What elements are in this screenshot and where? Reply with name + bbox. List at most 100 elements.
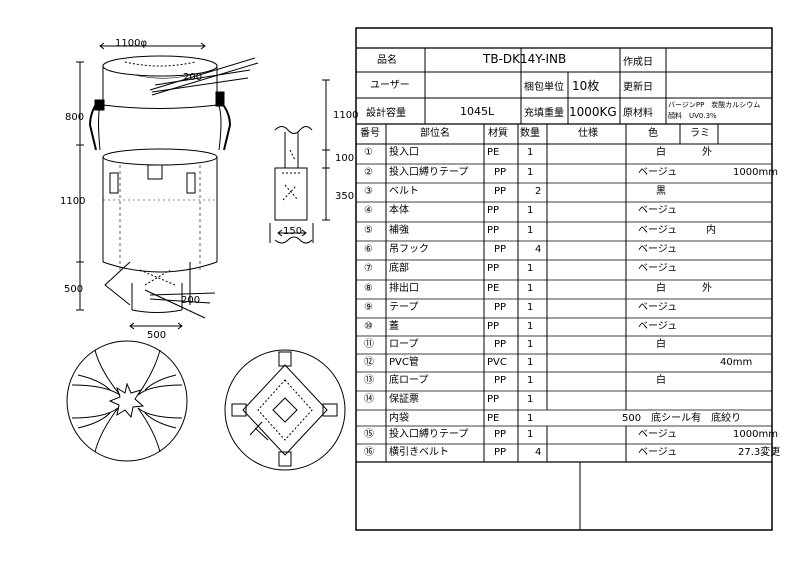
product-name-value: TB-DK14Y-INB — [483, 52, 567, 66]
inlet-tie-dim: 200 — [183, 72, 203, 83]
bottom-view-circle — [224, 349, 346, 471]
cell-material: PP — [487, 321, 500, 332]
cell-extra: 1000mm — [733, 429, 778, 440]
cell-lami: 内 — [706, 225, 716, 236]
cell-material: PP — [494, 447, 507, 458]
cell-color: ベージュ — [638, 225, 678, 236]
cell-qty: 1 — [527, 302, 534, 313]
cell-no: ⑥ — [364, 244, 373, 255]
outlet-dimension — [129, 322, 183, 330]
cell-no: ② — [364, 167, 373, 178]
cell-material: PP — [494, 339, 507, 350]
cell-qty: 4 — [535, 447, 542, 458]
cell-material: PE — [487, 283, 500, 294]
cell-color: 白 — [656, 339, 666, 350]
inlet-ties — [149, 57, 259, 96]
cell-material: PP — [487, 205, 500, 216]
cell-no: ⑩ — [364, 321, 373, 332]
cell-lami: 外 — [702, 283, 712, 294]
updated-date-label: 更新日 — [623, 82, 653, 93]
cell-color: 黒 — [656, 186, 666, 197]
material-line1: バージンPP 炭酸カルシウム — [668, 101, 761, 109]
cell-material: PP — [487, 225, 500, 236]
fill-weight-label: 充填重量 — [524, 108, 564, 119]
cell-no: ⑨ — [364, 302, 373, 313]
cell-color: ベージュ — [638, 302, 678, 313]
cell-extra: 40mm — [720, 357, 753, 368]
col-lami: ラミ — [690, 128, 710, 139]
cell-no: ⑭ — [364, 394, 374, 405]
material-label: 原材料 — [623, 108, 653, 119]
cell-part: 底ロープ — [389, 375, 429, 386]
cell-part: 底部 — [389, 263, 409, 274]
cell-qty: 1 — [527, 375, 534, 386]
cell-qty: 1 — [527, 225, 534, 236]
cell-no: ⑦ — [364, 263, 373, 274]
top-diameter-dim: 1100φ — [115, 38, 148, 49]
cell-spec: 500 底シール有 底絞り — [622, 413, 742, 424]
cell-material: PP — [494, 186, 507, 197]
col-no: 番号 — [360, 128, 380, 139]
cell-no: ⑧ — [364, 283, 373, 294]
cell-material: PP — [494, 167, 507, 178]
outlet-spout — [104, 261, 216, 319]
cell-part: 補強 — [389, 225, 409, 236]
total-height-dim: 1100 — [333, 110, 359, 121]
cell-no: ⑪ — [364, 339, 374, 350]
capacity-label: 設計容量 — [366, 108, 406, 119]
cell-qty: 1 — [527, 205, 534, 216]
cell-material: PVC — [487, 357, 507, 368]
cell-qty: 1 — [527, 357, 534, 368]
outlet-width-dim: 500 — [147, 330, 167, 341]
cell-qty: 1 — [527, 394, 534, 405]
cell-qty: 1 — [527, 283, 534, 294]
cell-color: ベージュ — [638, 263, 678, 274]
cell-part: ベルト — [389, 186, 419, 197]
cell-no: ① — [364, 147, 373, 158]
product-name-label: 品名 — [377, 55, 397, 66]
cell-no: ⑫ — [364, 357, 374, 368]
cell-part: 投入口縛りテープ — [389, 429, 469, 440]
loop-len-dim: 350 — [335, 191, 355, 202]
cell-qty: 1 — [527, 339, 534, 350]
cell-material: PP — [494, 244, 507, 255]
cell-part: テープ — [389, 302, 419, 313]
cell-no: ③ — [364, 186, 373, 197]
outlet-height-dim: 500 — [64, 284, 84, 295]
loop-detail — [269, 79, 330, 244]
remarks-box-left — [357, 463, 579, 529]
cell-part: ロープ — [389, 339, 419, 350]
cell-qty: 1 — [527, 147, 534, 158]
inlet-height-dim: 800 — [65, 112, 85, 123]
cell-material: PE — [487, 413, 500, 424]
pack-unit-value: 10枚 — [572, 79, 600, 93]
cell-qty: 1 — [527, 429, 534, 440]
cell-color: 白 — [656, 375, 666, 386]
cell-color: ベージュ — [638, 205, 678, 216]
cell-material: PP — [487, 394, 500, 405]
cell-part: 蓋 — [389, 321, 399, 332]
material-line2: 顔料 UV0.3% — [668, 112, 717, 120]
loop-top-dim: 100 — [335, 153, 355, 164]
outlet-tie-dim: 200 — [181, 295, 201, 306]
cell-color: ベージュ — [638, 429, 678, 440]
cell-extra: 27.3変更 — [738, 447, 781, 458]
cell-material: PP — [494, 375, 507, 386]
cell-color: 白 — [656, 283, 666, 294]
col-material: 材質 — [488, 128, 508, 139]
cell-qty: 4 — [535, 244, 542, 255]
cell-lami: 外 — [702, 147, 712, 158]
cell-part: 保証票 — [389, 394, 419, 405]
fill-weight-value: 1000KG — [569, 105, 617, 119]
cell-color: ベージュ — [638, 321, 678, 332]
cell-color: ベージュ — [638, 244, 678, 255]
cell-qty: 1 — [527, 167, 534, 178]
capacity-value: 1045L — [460, 105, 495, 118]
cell-part: 横引きベルト — [389, 447, 449, 458]
top-dimension — [99, 42, 206, 50]
body-height-dim: 1100 — [60, 196, 86, 207]
col-color: 色 — [648, 128, 658, 139]
cell-qty: 2 — [535, 186, 542, 197]
